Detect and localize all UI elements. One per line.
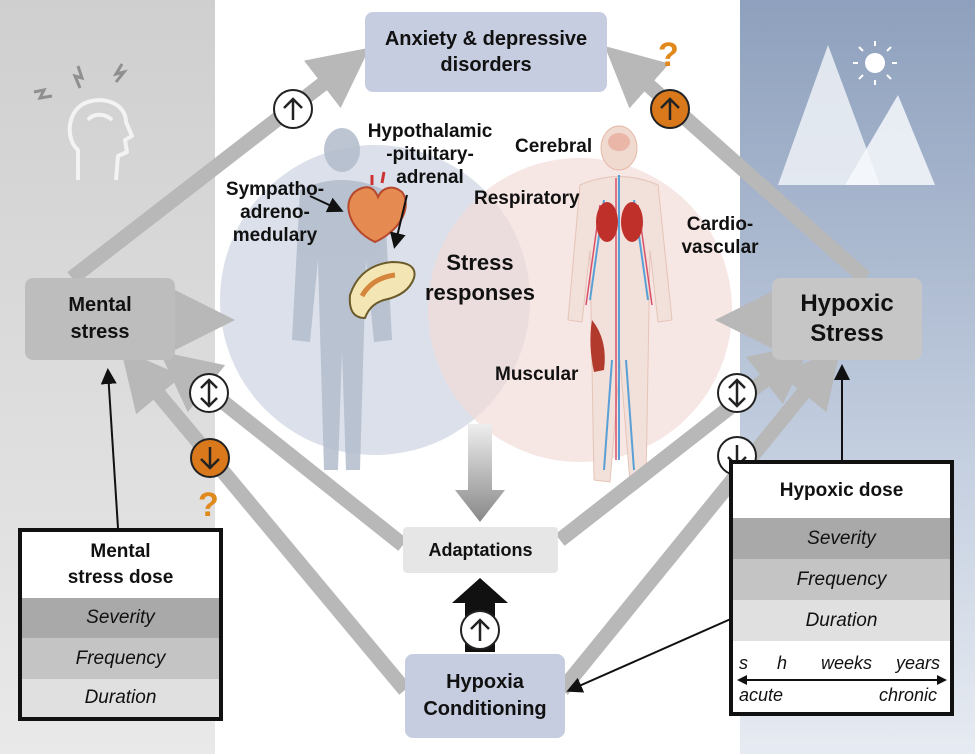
stress-responses-line1: Stress [446, 250, 514, 275]
mental-dose-severity: Severity [22, 598, 219, 638]
sam-line1: Sympatho- [225, 179, 325, 200]
mental-dose-duration: Duration [22, 679, 219, 717]
hypoxic-dose-duration: Duration [733, 600, 950, 641]
cerebral-label: Cerebral [515, 136, 593, 157]
body-silhouette [292, 128, 392, 470]
hypoxic-stress-line2: Stress [810, 320, 884, 347]
brain-icon [608, 133, 630, 151]
respiratory-label: Respiratory [474, 188, 580, 209]
question-mark-left: ? [198, 486, 219, 524]
mental-dose-title2: stress dose [67, 567, 174, 588]
sam-pointer-arrow [309, 195, 344, 213]
anxiety-depressive-box: Anxiety & depressive disorders [365, 12, 607, 92]
anxiety-line2: disorders [440, 54, 532, 76]
stress-spark-icon [33, 63, 128, 100]
mental-stress-line1: Mental [68, 294, 132, 316]
scale-acute: acute [739, 685, 784, 705]
mountain-icon [778, 45, 935, 185]
lungs-icon [596, 202, 618, 242]
scale-weeks: weeks [821, 653, 873, 673]
sam-line3: medulary [232, 225, 318, 246]
muscle-icon [590, 320, 605, 372]
heart-icon [347, 171, 407, 244]
hypoxic-stress-box: Hypoxic Stress [772, 278, 922, 360]
up-down-arrow-icon [717, 373, 757, 413]
stressed-head-icon [67, 98, 134, 181]
duration-to-conditioning-arrow [566, 617, 734, 693]
adaptations-box: Adaptations [403, 527, 558, 573]
anatomy-body [567, 125, 673, 483]
up-arrow-icon [273, 89, 313, 129]
hpa-label: Hypothalamic -pituitary- adrenal [360, 120, 500, 189]
scale-h: h [777, 653, 788, 673]
scale-years: years [896, 653, 941, 673]
scale-s: s [739, 653, 748, 673]
to-adaptations-arrow [455, 424, 505, 522]
mental-dose-arrow [100, 368, 119, 529]
scale-chronic: chronic [879, 685, 938, 705]
up-arrow-orange-icon [650, 89, 690, 129]
hpa-line3: adrenal [396, 167, 464, 188]
mental-stress-line2: stress [70, 321, 130, 343]
timescale-double-arrow [737, 675, 947, 685]
mental-stress-box: Mental stress [25, 278, 175, 360]
duration-scale: s h weeks years acute chronic [733, 641, 950, 712]
question-mark-top: ? [658, 36, 679, 74]
hypoxic-dose-severity: Severity [733, 518, 950, 559]
hpa-pointer-arrow [390, 194, 408, 249]
adrenal-gland-icon [348, 260, 416, 320]
anxiety-line1: Anxiety & depressive [384, 28, 588, 50]
stress-responses-line2: responses [424, 280, 536, 305]
hpa-line2: -pituitary- [386, 144, 474, 165]
cardiovascular-label: Cardio- vascular [680, 213, 760, 259]
sam-label: Sympatho- adreno- medulary [220, 178, 330, 247]
down-arrow-orange-icon [190, 438, 230, 478]
mental-dose-frequency: Frequency [22, 638, 219, 679]
hypoxia-conditioning-box: Hypoxia Conditioning [405, 654, 565, 738]
hpa-line1: Hypothalamic [367, 121, 493, 142]
hypoxic-dose-frequency: Frequency [733, 559, 950, 600]
conditioning-line2: Conditioning [423, 698, 547, 720]
hypoxic-dose-title: Hypoxic dose [779, 480, 904, 501]
hypoxic-dose-box: Hypoxic dose Severity Frequency Duration… [729, 460, 954, 716]
muscular-label: Muscular [495, 364, 579, 385]
conditioning-line1: Hypoxia [446, 671, 524, 693]
stress-responses-label: Stress responses [420, 248, 540, 308]
mental-stress-dose-box: Mental stress dose Severity Frequency Du… [18, 528, 223, 721]
cardio-line1: Cardio- [686, 214, 754, 235]
sam-line2: adreno- [240, 202, 310, 223]
sun-icon [853, 41, 897, 85]
mental-dose-title1: Mental [90, 541, 151, 562]
up-down-arrow-icon [189, 373, 229, 413]
up-arrow-icon [460, 610, 500, 650]
hypoxic-stress-line1: Hypoxic [800, 290, 894, 317]
mental-dose-title: Mental stress dose [22, 532, 219, 598]
cardio-line2: vascular [681, 237, 759, 258]
